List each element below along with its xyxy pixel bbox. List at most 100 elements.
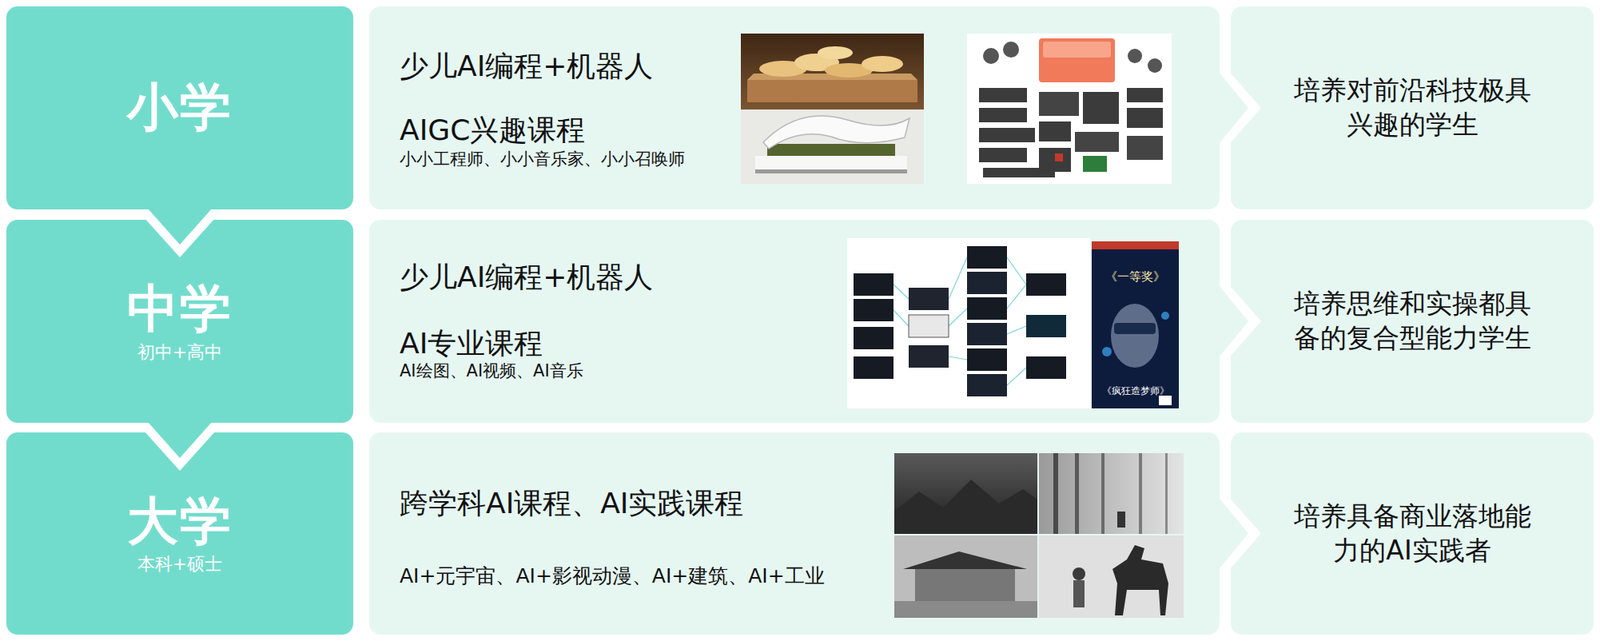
chevron-outline bbox=[1219, 274, 1262, 369]
flow-lines bbox=[893, 257, 1027, 386]
chevron-connector bbox=[1218, 60, 1262, 156]
thumbnail bbox=[1026, 314, 1067, 338]
poster-glow bbox=[1161, 311, 1170, 320]
thumbnail bbox=[967, 322, 1007, 346]
ink-child bbox=[1073, 580, 1085, 608]
kit-part bbox=[979, 127, 1035, 143]
kit-part bbox=[1126, 107, 1163, 128]
model-base-edge bbox=[755, 169, 908, 174]
chevron-head bbox=[1218, 497, 1249, 570]
poster-visor bbox=[1114, 322, 1156, 335]
robot-kit-photo bbox=[967, 33, 1172, 184]
kit-part bbox=[1054, 153, 1063, 162]
course-detail: 小小工程师、小小音乐家、小小召唤师 bbox=[399, 149, 685, 170]
goal-text: 培养对前沿科技极具兴趣的学生 bbox=[1284, 73, 1541, 143]
award-poster bbox=[1091, 241, 1179, 409]
wheel bbox=[1002, 41, 1019, 58]
kit-lid bbox=[1042, 41, 1111, 58]
ink-cell bbox=[894, 535, 1038, 618]
ink-house bbox=[915, 569, 1015, 601]
kit-part bbox=[983, 167, 1055, 178]
kit-part bbox=[1038, 91, 1079, 116]
course-panel: 少儿AI编程+机器人AIGC兴趣课程小小工程师、小小音乐家、小小召唤师 bbox=[369, 6, 1220, 210]
kit-board bbox=[1082, 155, 1107, 172]
chip bbox=[817, 46, 853, 60]
kit-box bbox=[1038, 38, 1115, 83]
course-title: AIGC兴趣课程 bbox=[399, 112, 586, 148]
ink-mountain bbox=[894, 479, 1038, 534]
course-title: 少儿AI编程+机器人 bbox=[399, 259, 653, 295]
ink-tree bbox=[1165, 453, 1168, 534]
wood-top bbox=[747, 73, 918, 80]
kit-part bbox=[1074, 131, 1119, 152]
chevron-head bbox=[147, 208, 212, 245]
goal-box: 培养思维和实操都具备的复合型能力学生 bbox=[1230, 219, 1594, 423]
photo-ground bbox=[740, 33, 924, 110]
goal-text: 培养具备商业落地能力的AI实践者 bbox=[1284, 499, 1541, 569]
thumbnail bbox=[967, 374, 1007, 397]
stage-box: 中学初中+高中 bbox=[6, 219, 354, 423]
wood-slab bbox=[747, 79, 918, 103]
model-base bbox=[755, 155, 908, 171]
thumbnail bbox=[853, 356, 894, 379]
food-architecture-photo bbox=[740, 33, 924, 184]
poster-label-holder: 《一等奖》 bbox=[1091, 268, 1179, 284]
thumbnail bbox=[967, 271, 1007, 295]
stage-subtitle: 本科+硕士 bbox=[137, 553, 223, 575]
course-title: 跨学科AI课程、AI实践课程 bbox=[399, 485, 745, 521]
ink-ground bbox=[894, 600, 1038, 618]
chevron-connector bbox=[136, 208, 223, 258]
chevron-head bbox=[147, 421, 212, 458]
chevron-head bbox=[1218, 285, 1249, 358]
wheel bbox=[1147, 58, 1163, 73]
ink-tree bbox=[1074, 453, 1079, 534]
kit-part bbox=[1082, 91, 1119, 124]
stage-subtitle: 初中+高中 bbox=[137, 342, 223, 363]
poster-label-holder: 《疯狂造梦师》 bbox=[1091, 382, 1179, 398]
thumbnail bbox=[908, 287, 949, 311]
stage-box: 大学本科+硕士 bbox=[6, 432, 354, 635]
chip bbox=[759, 60, 808, 77]
course-detail: AI+元宇宙、AI+影视动漫、AI+建筑、AI+工业 bbox=[399, 564, 825, 589]
ink-child bbox=[1072, 567, 1086, 581]
stage-box: 小学 bbox=[6, 6, 354, 210]
chevron-connector bbox=[1218, 486, 1262, 582]
kit-part bbox=[1126, 87, 1163, 103]
ink-cell bbox=[1038, 535, 1184, 618]
ink-figure bbox=[1117, 511, 1126, 528]
wheel bbox=[983, 47, 1000, 64]
goal-box: 培养对前沿科技极具兴趣的学生 bbox=[1230, 6, 1594, 210]
poster-glow bbox=[1102, 346, 1112, 357]
poster-band bbox=[1091, 241, 1179, 250]
chip bbox=[794, 53, 840, 72]
thumbnail bbox=[853, 326, 894, 350]
goal-text: 培养思维和实操都具备的复合型能力学生 bbox=[1284, 286, 1541, 356]
poster-qr bbox=[1158, 395, 1172, 406]
thumbnail bbox=[967, 348, 1007, 371]
course-title: AI专业课程 bbox=[399, 326, 543, 361]
poster-label: 《一等奖》 bbox=[1105, 269, 1166, 284]
ink-roof bbox=[903, 551, 1027, 570]
workflow-screenshot bbox=[847, 238, 1091, 409]
goal-box: 培养具备商业落地能力的AI实践者 bbox=[1230, 432, 1594, 635]
chevron-outline bbox=[1219, 60, 1262, 156]
ink-wash-grid bbox=[894, 453, 1184, 618]
ink-tree bbox=[1138, 453, 1143, 534]
kit-part bbox=[1038, 121, 1071, 142]
kit-part bbox=[979, 107, 1027, 123]
chevron-head bbox=[1218, 71, 1249, 144]
thumbnail bbox=[908, 314, 949, 338]
thumbnail bbox=[1026, 273, 1067, 296]
photo-ground bbox=[740, 109, 924, 184]
kit-part bbox=[979, 147, 1027, 163]
course-panel: 跨学科AI课程、AI实践课程 AI+元宇宙、AI+影视动漫、AI+建筑、AI+工业 bbox=[369, 432, 1220, 635]
chevron-outline bbox=[136, 209, 223, 258]
chevron-outline bbox=[136, 422, 223, 471]
stage-title: 大学 bbox=[127, 492, 233, 552]
kit-part bbox=[1038, 147, 1071, 172]
ink-cell bbox=[894, 453, 1038, 534]
photo-ground bbox=[967, 33, 1172, 184]
ink-horse bbox=[1112, 545, 1169, 616]
chevron-outline bbox=[1219, 486, 1262, 582]
